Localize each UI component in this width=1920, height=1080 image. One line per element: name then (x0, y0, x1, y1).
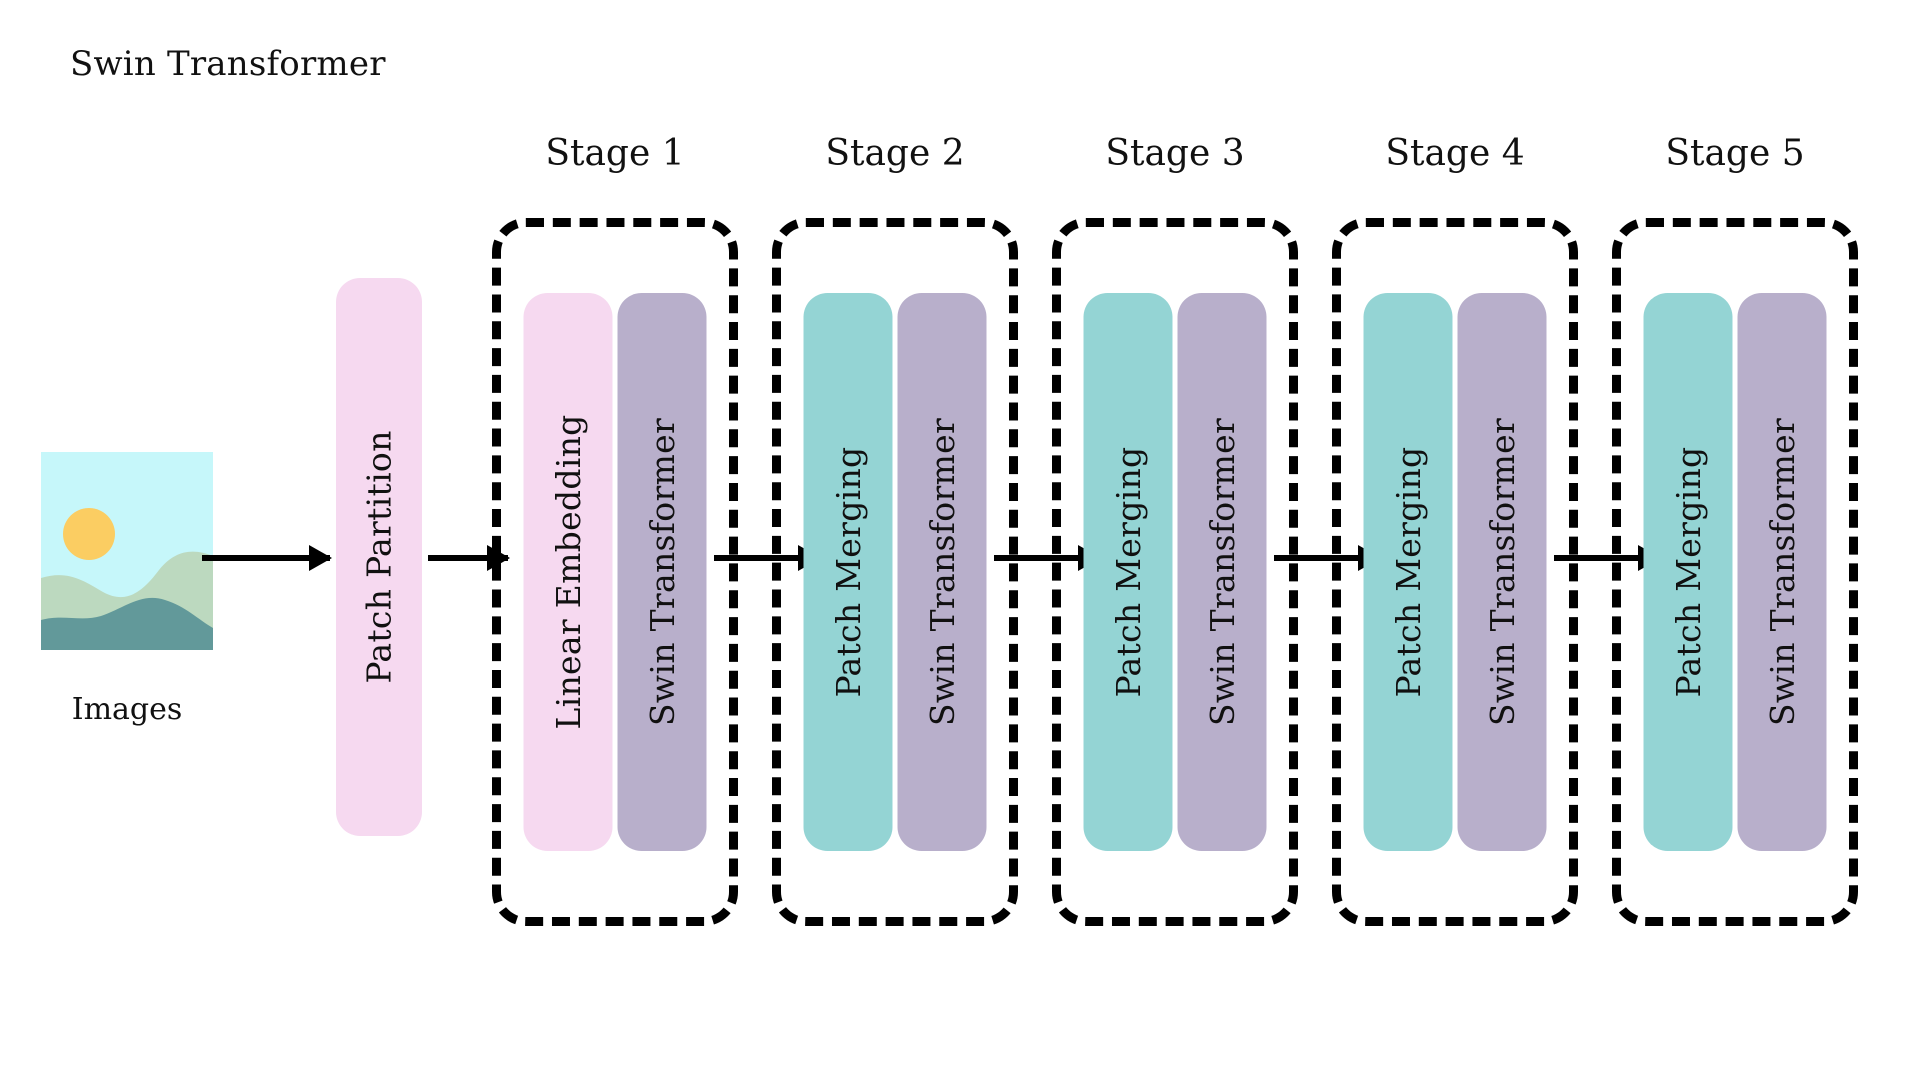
stage-inner-4: Patch Merging Swin Transformer (1363, 293, 1547, 851)
stage-box-5[interactable]: Stage 5 Patch Merging Swin Transformer (1612, 133, 1858, 926)
stage-1-bar-label-0: Linear Embedding (548, 414, 588, 730)
stage-inner-2: Patch Merging Swin Transformer (803, 293, 987, 851)
stage-5-bar-label-0: Patch Merging (1668, 446, 1708, 698)
page-title: Swin Transformer (70, 44, 386, 84)
stage-label-1: Stage 1 (545, 133, 685, 174)
stage-box-2[interactable]: Stage 2 Patch Merging Swin Transformer (772, 133, 1018, 926)
input-image-group: Images (41, 452, 213, 727)
stage-inner-5: Patch Merging Swin Transformer (1643, 293, 1827, 851)
stage-4-bar-label-0: Patch Merging (1388, 446, 1428, 698)
landscape-thumbnail-icon (41, 452, 213, 650)
stage-5-bar-swin-transformer[interactable]: Swin Transformer (1737, 293, 1827, 851)
stage-4-bar-swin-transformer[interactable]: Swin Transformer (1457, 293, 1547, 851)
stage-5-bar-label-1: Swin Transformer (1762, 417, 1802, 727)
stage-label-5: Stage 5 (1665, 133, 1805, 174)
stage-3-bar-swin-transformer[interactable]: Swin Transformer (1177, 293, 1267, 851)
stage-1-bar-swin-transformer[interactable]: Swin Transformer (617, 293, 707, 851)
arrow-stage-4-to-stage-5 (1554, 555, 1659, 561)
stage-2-bar-patch-merging[interactable]: Patch Merging (803, 293, 893, 851)
stage-1-bar-linear-embedding[interactable]: Linear Embedding (523, 293, 613, 851)
stage-3-bar-label-0: Patch Merging (1108, 446, 1148, 698)
stage-box-1[interactable]: Stage 1 Linear Embedding Swin Transforme… (492, 133, 738, 926)
arrow-stage-2-to-stage-3 (994, 555, 1099, 561)
arrow-patch-partition-to-stage-1 (428, 555, 508, 561)
stage-box-3[interactable]: Stage 3 Patch Merging Swin Transformer (1052, 133, 1298, 926)
stage-3-bar-label-1: Swin Transformer (1202, 417, 1242, 727)
patch-partition-block[interactable]: Patch Partition (336, 278, 422, 836)
stage-1-bar-label-1: Swin Transformer (642, 417, 682, 727)
arrow-images-to-patch-partition (202, 555, 330, 561)
stage-3-bar-patch-merging[interactable]: Patch Merging (1083, 293, 1173, 851)
stage-label-3: Stage 3 (1105, 133, 1245, 174)
stage-inner-3: Patch Merging Swin Transformer (1083, 293, 1267, 851)
stage-label-2: Stage 2 (825, 133, 965, 174)
stage-2-bar-swin-transformer[interactable]: Swin Transformer (897, 293, 987, 851)
patch-partition-label: Patch Partition (359, 430, 399, 684)
input-image-label: Images (71, 692, 183, 727)
stage-4-bar-label-1: Swin Transformer (1482, 417, 1522, 727)
stage-2-bar-label-0: Patch Merging (828, 446, 868, 698)
stage-4-bar-patch-merging[interactable]: Patch Merging (1363, 293, 1453, 851)
stage-label-4: Stage 4 (1385, 133, 1525, 174)
stage-2-bar-label-1: Swin Transformer (922, 417, 962, 727)
arrow-stage-1-to-stage-2 (714, 555, 819, 561)
arrow-stage-3-to-stage-4 (1274, 555, 1379, 561)
stage-inner-1: Linear Embedding Swin Transformer (523, 293, 707, 851)
stage-5-bar-patch-merging[interactable]: Patch Merging (1643, 293, 1733, 851)
stage-box-4[interactable]: Stage 4 Patch Merging Swin Transformer (1332, 133, 1578, 926)
